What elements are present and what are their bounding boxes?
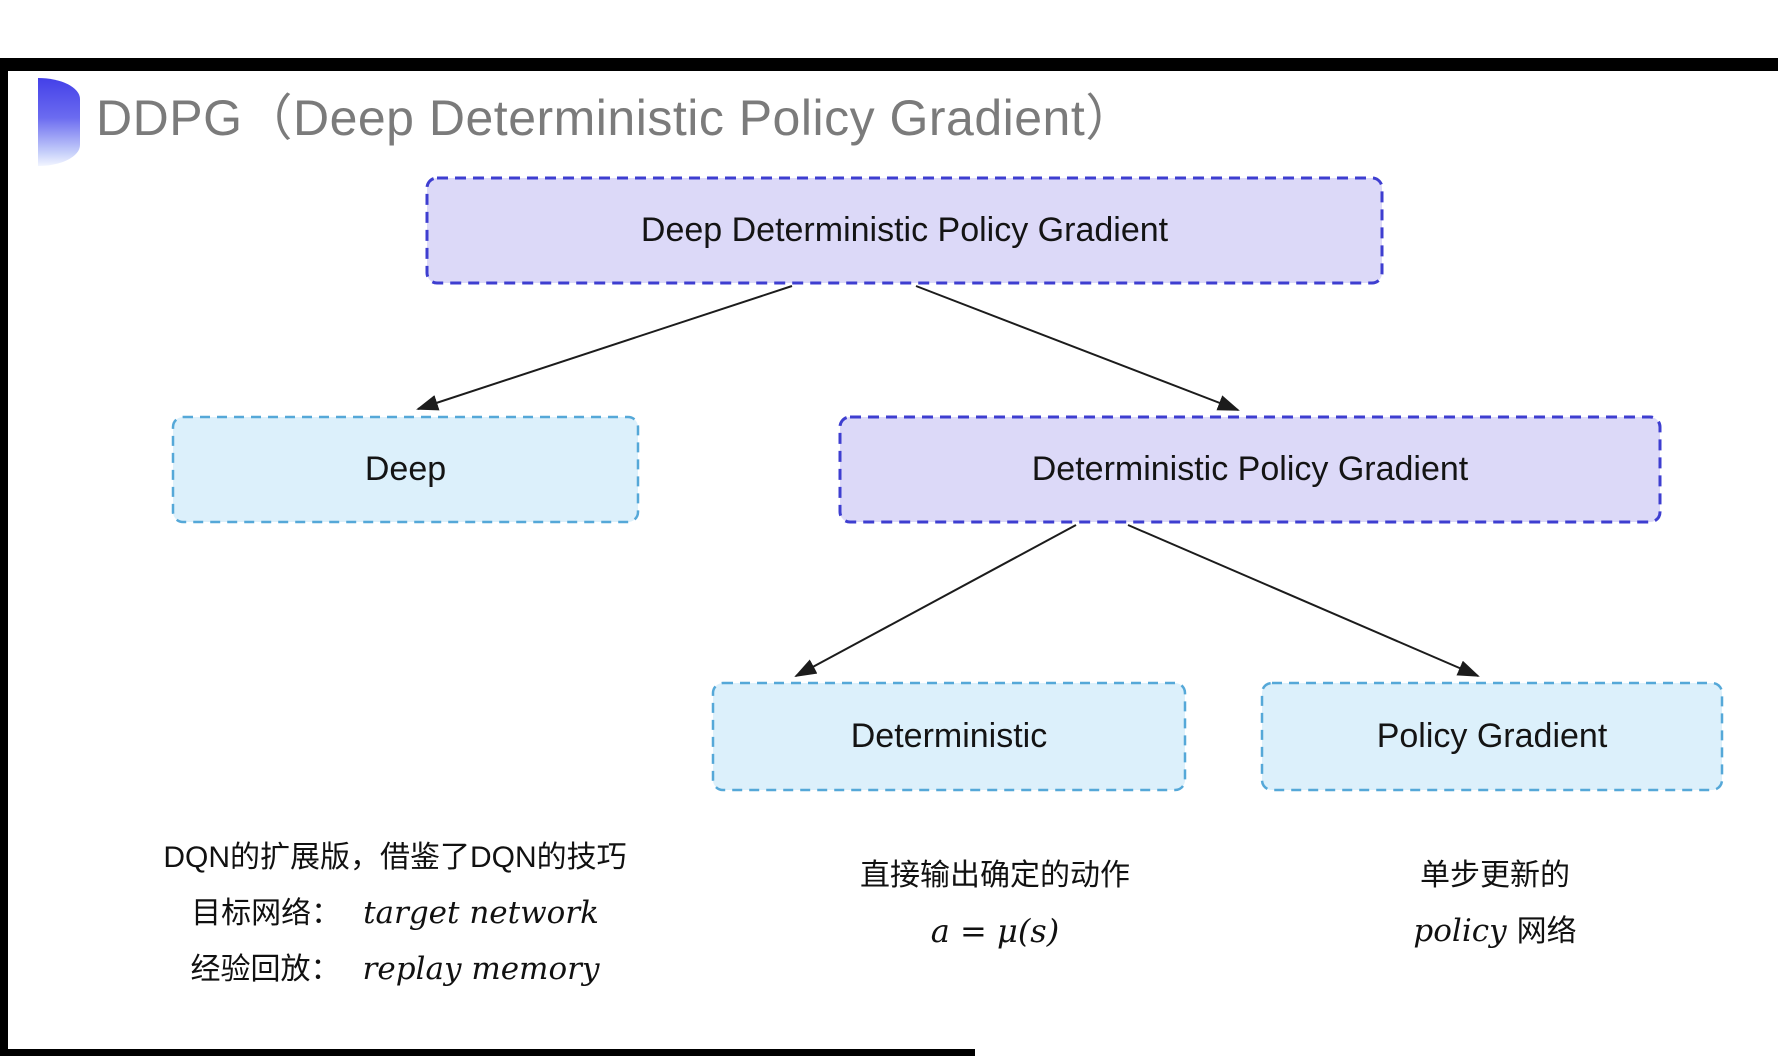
node-deep-label: Deep: [364, 450, 447, 488]
note-deep-line1: DQN的扩展版，借鉴了DQN的技巧: [163, 841, 627, 874]
note-policy-gradient-line2: policy 网络: [1320, 911, 1670, 952]
note-policy-gradient-line1: 单步更新的: [1420, 859, 1570, 892]
node-root-label: Deep Deterministic Policy Gradient: [640, 211, 1169, 249]
note-deep-line3-label: 经验回放：: [190, 953, 341, 986]
note-deep-line2-label: 目标网络：: [191, 897, 342, 930]
frame-bottom-edge: [0, 1049, 975, 1056]
arrow-dpg-to-deterministic: [794, 524, 1077, 677]
note-policy-gradient-suffix: 网络: [1516, 915, 1577, 948]
node-dpg-label: Deterministic Policy Gradient: [1031, 450, 1469, 488]
arrow-root-to-dpg: [915, 285, 1240, 411]
note-deterministic-line1: 直接输出确定的动作: [860, 859, 1130, 892]
note-deep-line2-term: target network: [363, 895, 599, 931]
arrow-root-to-deep: [416, 285, 793, 411]
note-deterministic: 直接输出确定的动作 a = μ(s): [820, 856, 1170, 966]
node-deterministic-label: Deterministic: [850, 717, 1048, 755]
frame-top-edge: [0, 58, 1778, 71]
note-policy-gradient-term: policy: [1413, 913, 1507, 949]
title-bullet-icon: [38, 78, 80, 166]
node-policy-gradient-label: Policy Gradient: [1376, 717, 1608, 755]
note-deep: DQN的扩展版，借鉴了DQN的技巧 目标网络： target network 经验…: [110, 838, 680, 1005]
note-deep-line3: 经验回放： replay memory: [110, 949, 680, 990]
note-policy-gradient: 单步更新的 policy 网络: [1320, 856, 1670, 967]
page-title: DDPG（Deep Deterministic Policy Gradient）: [96, 90, 1136, 146]
note-deep-line3-term: replay memory: [362, 951, 600, 987]
arrow-dpg-to-policy-gradient: [1127, 524, 1480, 677]
note-deep-line2: 目标网络： target network: [110, 893, 680, 934]
frame-left-edge: [0, 58, 8, 1056]
note-deterministic-formula: a = μ(s): [930, 912, 1060, 950]
